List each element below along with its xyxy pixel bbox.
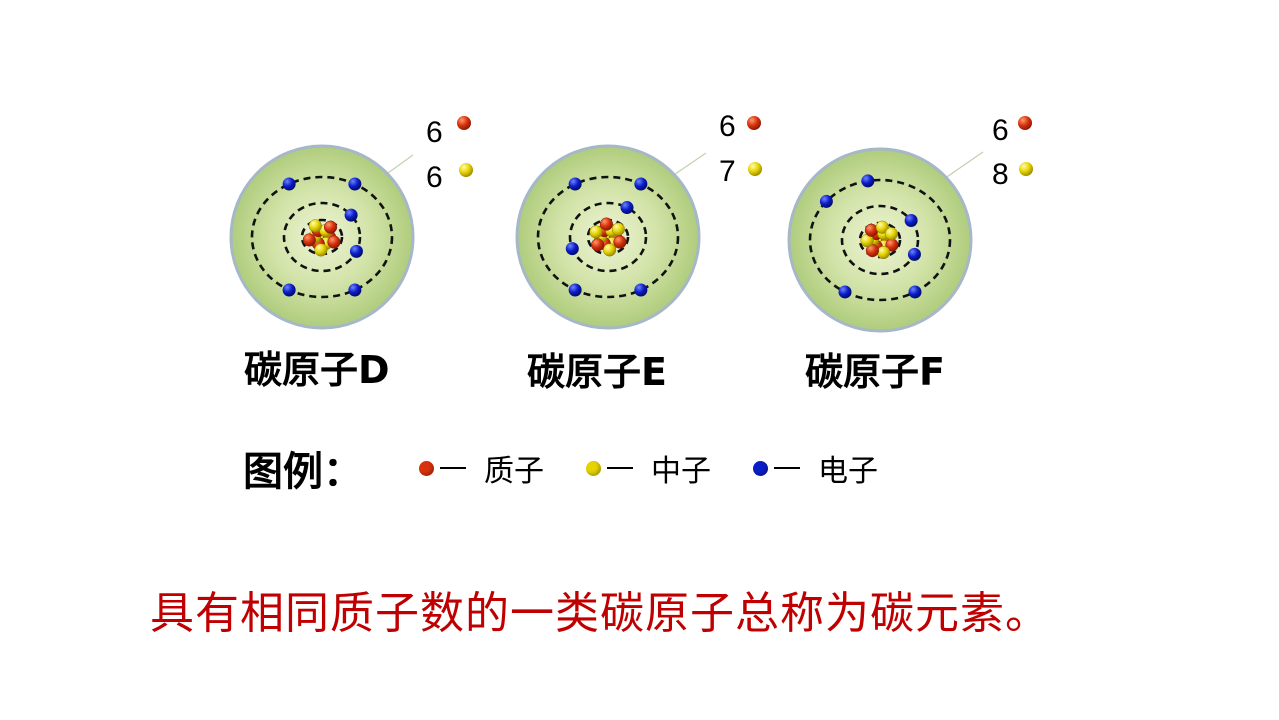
atom-f [787, 116, 1033, 333]
atom-d [229, 116, 473, 330]
neutron-icon [884, 227, 898, 241]
proton-dot-icon [419, 460, 434, 476]
proton-icon [864, 223, 878, 237]
electron-icon [907, 247, 921, 261]
orbit-2 [282, 201, 362, 273]
neutron-count-dot-icon [459, 163, 473, 177]
legend-item-electron: — 电子 [753, 446, 878, 490]
electron-icon [568, 177, 582, 191]
neutron-count-e: 7 [719, 155, 736, 188]
electron-icon [838, 285, 852, 299]
neutron-icon [308, 219, 322, 233]
electron-icon [819, 194, 833, 208]
neutron-count-dot-icon [1019, 162, 1033, 176]
legend-dash: — [607, 467, 633, 469]
orbit-3 [536, 175, 680, 299]
neutron-icon [875, 220, 889, 234]
neutron-icon [314, 243, 328, 257]
neutron-count-f: 8 [992, 158, 1009, 191]
electron-icon [282, 283, 296, 297]
legend-label-neutron: 中子 [651, 454, 711, 489]
orbit-2 [840, 204, 920, 276]
legend-item-neutron: — 中子 [586, 446, 711, 490]
legend: 图例： — 质子 — 中子 — 电子 [243, 443, 920, 495]
electron-icon [620, 201, 634, 215]
electron-dot-icon [753, 460, 768, 476]
atom-label-f: 碳原子F [805, 350, 945, 394]
orbit-3 [808, 178, 952, 302]
neutron-count-dot-icon [748, 162, 762, 176]
conclusion-text: 具有相同质子数的一类碳原子总称为碳元素。 [150, 588, 1050, 639]
electron-icon [568, 283, 582, 297]
orbit-3 [250, 175, 394, 299]
orbit-2 [568, 201, 648, 273]
neutron-dot-icon [586, 460, 601, 476]
electron-icon [861, 174, 875, 188]
proton-count-e: 6 [719, 110, 736, 143]
neutron-icon [603, 243, 617, 257]
proton-icon [591, 238, 605, 252]
proton-count-dot-icon [747, 116, 761, 130]
proton-icon [327, 235, 341, 249]
electron-icon [344, 208, 358, 222]
proton-count-f: 6 [992, 114, 1009, 147]
atom-diagrams [229, 116, 1033, 333]
legend-item-proton: — 质子 [419, 446, 544, 490]
proton-count-dot-icon [457, 116, 471, 130]
atom-label-d: 碳原子D [244, 348, 390, 392]
electron-icon [634, 283, 648, 297]
proton-count-d: 6 [426, 116, 443, 149]
electron-icon [348, 283, 362, 297]
proton-count-dot-icon [1018, 116, 1032, 130]
proton-icon [323, 220, 338, 234]
atom-label-e: 碳原子E [527, 350, 667, 394]
electron-icon [282, 177, 296, 191]
electron-icon [565, 242, 579, 256]
electron-icon [349, 244, 363, 258]
legend-dash: — [774, 467, 800, 469]
legend-label-proton: 质子 [484, 454, 544, 489]
electron-icon [904, 213, 918, 227]
electron-icon [634, 177, 648, 191]
legend-title: 图例： [243, 449, 363, 495]
legend-label-electron: 电子 [818, 454, 878, 489]
electron-icon [348, 177, 362, 191]
neutron-icon [876, 245, 891, 260]
proton-icon [613, 235, 627, 249]
neutron-count-d: 6 [426, 161, 443, 194]
neutron-icon [589, 225, 603, 239]
proton-icon [302, 233, 316, 247]
neutron-icon [611, 222, 625, 236]
proton-icon [599, 217, 613, 231]
atom-e [515, 116, 762, 330]
electron-icon [908, 285, 922, 299]
legend-dash: — [440, 467, 466, 469]
